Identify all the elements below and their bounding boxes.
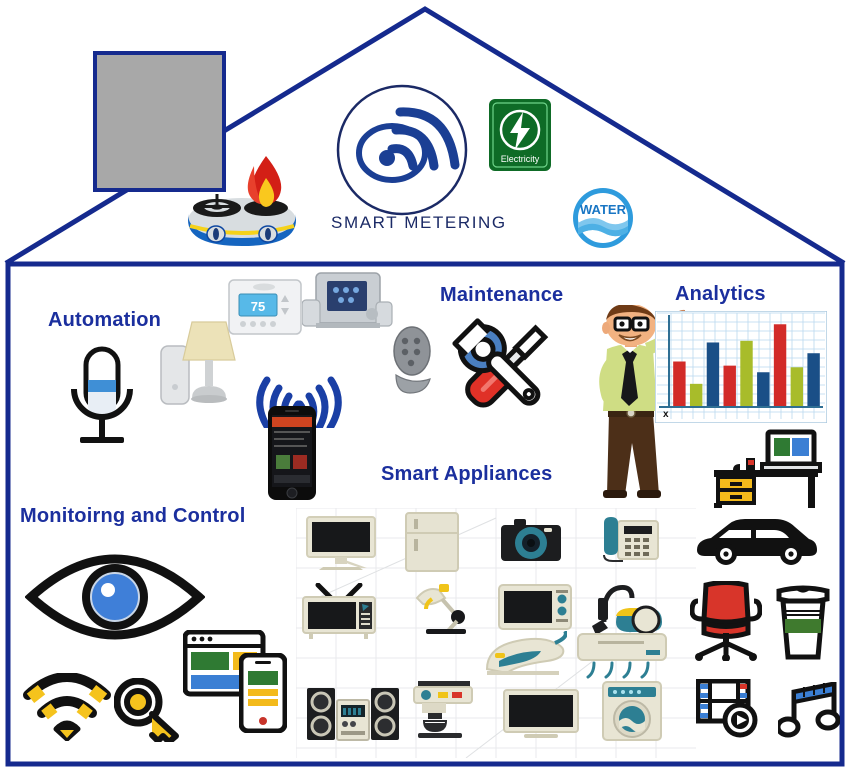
stereo-system-icon <box>307 688 399 741</box>
television-icon <box>302 583 376 639</box>
chart-bar <box>706 342 720 407</box>
label-monitoring: Monitoirng and Control <box>20 505 246 527</box>
water-badge-label: WATER <box>580 202 627 217</box>
electricity-badge: Electricity <box>489 99 551 171</box>
chart-bar <box>807 353 820 407</box>
chart-bar <box>673 361 686 407</box>
mobile-device-icon <box>239 653 287 733</box>
car-icon <box>697 519 817 565</box>
chart-bar <box>689 383 703 407</box>
telephone-icon <box>603 517 659 562</box>
smart-metering-label: SMART METERING <box>331 213 507 232</box>
smartphone-icon <box>268 406 316 500</box>
microphone-icon <box>71 346 133 443</box>
photo-camera-icon <box>501 519 561 561</box>
chart-x-axis-marker: x <box>663 409 669 420</box>
office-chair-icon <box>690 581 762 661</box>
chart-bar <box>740 340 753 407</box>
chart-bar <box>773 324 787 407</box>
thermostat-reading: 75 <box>251 299 265 314</box>
electricity-badge-label: Electricity <box>501 154 540 164</box>
coffee-machine-icon <box>413 681 473 738</box>
bar-chart-icon: x <box>655 311 827 423</box>
control-panel-icon <box>302 272 393 328</box>
label-maintenance: Maintenance <box>440 284 564 306</box>
label-automation: Automation <box>48 309 162 331</box>
microwave-oven-icon <box>498 584 572 630</box>
chart-bars <box>673 324 820 407</box>
film-play-icon <box>696 679 758 738</box>
gas-stove-flame-icon <box>188 156 296 246</box>
wifi-icon <box>23 673 111 741</box>
label-analytics: Analytics <box>675 283 766 305</box>
smart-metering-icon <box>336 84 468 216</box>
table-lamp-icon <box>182 321 236 403</box>
washing-machine-icon <box>602 681 662 741</box>
desk-lamp-icon <box>415 584 466 634</box>
smart-door-lock-icon <box>393 326 431 394</box>
thermostat-icon: 75 <box>228 279 302 335</box>
monitor-icon <box>306 516 376 570</box>
chart-bar <box>723 365 736 407</box>
label-smart-appliances: Smart Appliances <box>381 463 553 485</box>
door-sensor-icon <box>160 345 190 405</box>
maintenance-tools-icon <box>452 318 549 408</box>
water-badge: WATER <box>573 188 633 248</box>
presenter-person-icon <box>599 305 685 498</box>
vacuum-cleaner-icon <box>592 585 662 635</box>
flat-tv-icon <box>503 689 579 738</box>
desk-laptop-icon <box>714 429 822 508</box>
eye-icon <box>25 554 205 640</box>
air-conditioner-icon <box>577 633 667 679</box>
clothes-iron-icon <box>485 631 567 675</box>
coffee-cup-icon <box>776 585 830 660</box>
music-note-icon <box>778 682 840 738</box>
chart-bar <box>790 367 804 407</box>
key-icon <box>114 678 179 742</box>
chart-bar <box>757 372 770 407</box>
refrigerator-icon <box>405 512 459 572</box>
